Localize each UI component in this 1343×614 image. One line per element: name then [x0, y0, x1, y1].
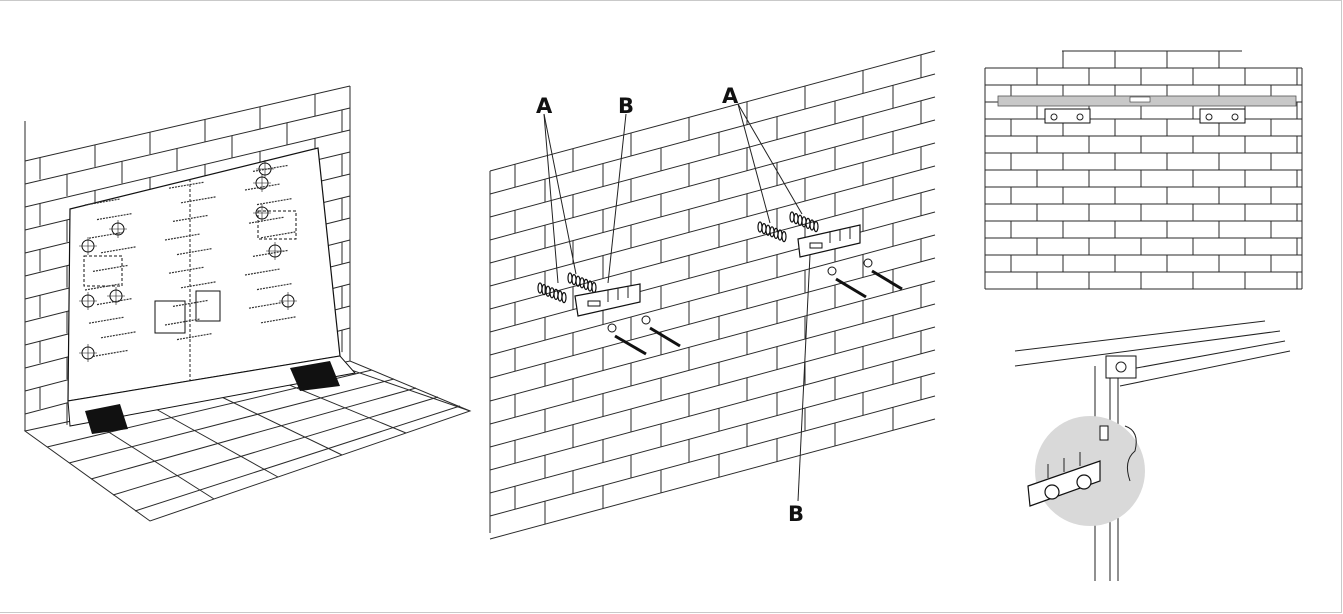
brick-wall-flat — [984, 50, 1303, 290]
wall-anchor-right-2 — [789, 211, 819, 233]
mounting-bracket-right — [797, 224, 861, 258]
callout-a-right: A — [722, 84, 739, 108]
bracket-hook-detail — [1027, 425, 1137, 507]
bracket-right-installed — [1199, 108, 1246, 124]
anchors-brackets-panel: A B A B — [489, 50, 936, 540]
hanging-detail-panel — [1014, 320, 1291, 581]
right-bracket-assembly — [757, 211, 903, 299]
template-on-wall-panel — [23, 85, 472, 522]
wall-anchor-left-1 — [537, 282, 567, 304]
screw-right-1 — [827, 266, 867, 299]
callout-b-left: B — [618, 94, 634, 118]
wall-anchor-right-1 — [757, 221, 787, 243]
callout-leaders — [543, 103, 811, 502]
spirit-level — [997, 95, 1297, 107]
screw-left-2 — [641, 315, 681, 348]
bracket-left-installed — [1044, 108, 1091, 124]
mounting-bracket-left — [574, 283, 641, 317]
wall-anchor-left-2 — [567, 272, 597, 294]
callout-b-right: B — [788, 502, 804, 526]
screw-left-1 — [607, 323, 647, 356]
template-floor-flap — [67, 355, 356, 434]
leveled-brackets-panel — [984, 50, 1303, 290]
left-bracket-assembly — [537, 272, 681, 356]
callout-a-left: A — [536, 94, 553, 118]
floor-hatch-right — [290, 361, 340, 391]
floor-hatch-left — [85, 404, 128, 434]
brick-wall-angled — [489, 50, 936, 540]
cabinet-top-rails — [1014, 320, 1291, 387]
screw-right-2 — [863, 258, 903, 291]
